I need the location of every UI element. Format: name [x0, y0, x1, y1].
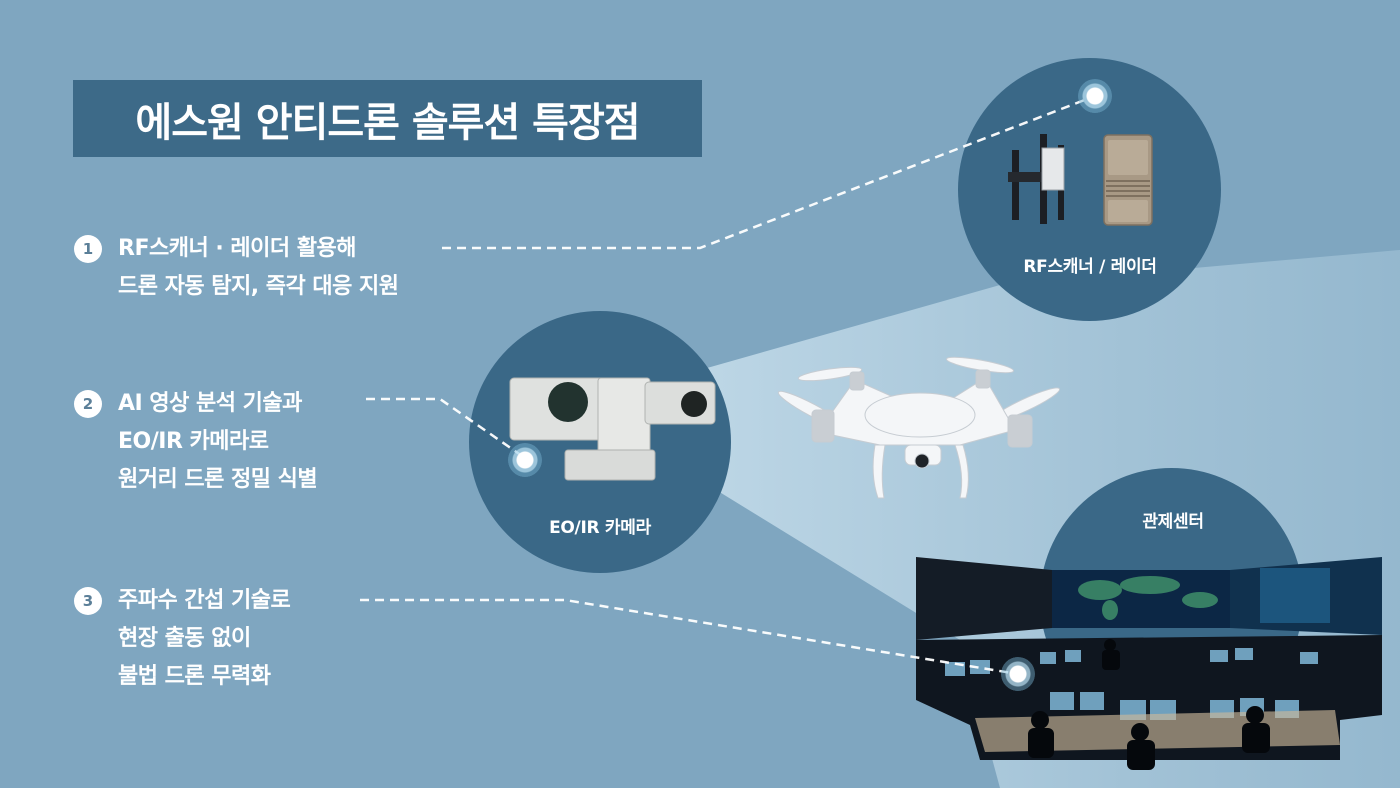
feature-1-line-1: RF스캐너 · 레이더 활용해 — [118, 236, 356, 261]
control-center-label: 관제센터 — [1142, 512, 1204, 532]
drone-icon — [777, 356, 1061, 499]
feature-3-line-3: 불법 드론 무력화 — [118, 664, 271, 689]
control-center-marker-dot — [1001, 657, 1035, 691]
feature-3-line-2: 현장 출동 없이 — [118, 626, 251, 651]
page-title: 에스원 안티드론 솔루션 특장점 — [73, 80, 702, 157]
eoir-camera-marker-dot — [508, 443, 542, 477]
number-badge-1: 1 — [74, 235, 102, 263]
feature-2-line-1: AI 영상 분석 기술과 — [118, 391, 302, 416]
number-badge-2: 2 — [74, 390, 102, 418]
connector-3 — [360, 598, 1019, 676]
feature-2-line-2: EO/IR 카메라로 — [118, 429, 269, 454]
feature-3: 3 주파수 간섭 기술로 현장 출동 없이 불법 드론 무력화 — [74, 582, 291, 696]
number-badge-3: 3 — [74, 587, 102, 615]
rf-radar-marker-dot — [1078, 79, 1112, 113]
feature-1: 1 RF스캐너 · 레이더 활용해 드론 자동 탐지, 즉각 대응 지원 — [74, 230, 399, 306]
feature-2: 2 AI 영상 분석 기술과 EO/IR 카메라로 원거리 드론 정밀 식별 — [74, 385, 318, 499]
feature-3-line-1: 주파수 간섭 기술로 — [118, 588, 291, 613]
feature-2-line-3: 원거리 드론 정밀 식별 — [118, 467, 318, 492]
feature-1-line-2: 드론 자동 탐지, 즉각 대응 지원 — [118, 274, 399, 299]
page-title-text: 에스원 안티드론 솔루션 특장점 — [135, 99, 640, 146]
eoir-camera-label: EO/IR 카메라 — [549, 518, 651, 538]
rf-radar-label: RF스캐너 / 레이더 — [1023, 257, 1157, 277]
